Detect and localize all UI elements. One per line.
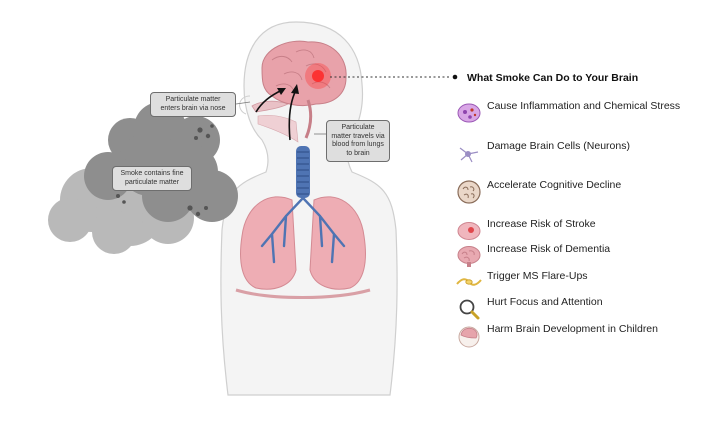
dementia-brain-icon — [457, 246, 481, 267]
lungs — [235, 196, 371, 299]
legend-title: What Smoke Can Do to Your Brain — [467, 72, 639, 84]
effect-label: Harm Brain Development in Children — [487, 323, 658, 335]
callout-nose: Particulate matter enters brain via nose — [150, 92, 236, 117]
title-bullet — [452, 74, 458, 80]
pathway-arrows — [255, 84, 299, 141]
neuron-icon — [459, 147, 479, 163]
effect-label: Increase Risk of Stroke — [487, 218, 596, 230]
effect-cognitive-decline: Accelerate Cognitive Decline — [456, 179, 696, 209]
effect-label: Cause Inflammation and Chemical Stress — [487, 100, 681, 112]
effect-focus: Hurt Focus and Attention — [456, 296, 696, 326]
effect-inflammation: Cause Inflammation and Chemical Stress — [456, 100, 696, 130]
nose-arrow-head — [277, 88, 286, 95]
body-silhouette — [220, 21, 398, 396]
effect-neurons: Damage Brain Cells (Neurons) — [456, 140, 696, 170]
smoke-cloud — [48, 102, 238, 254]
effect-label: Increase Risk of Dementia — [487, 243, 611, 255]
trachea — [296, 146, 310, 198]
magnifier-icon — [459, 299, 480, 320]
nerve-fiber-icon — [456, 278, 482, 286]
effect-child-development: Harm Brain Development in Children — [456, 323, 696, 353]
brain-decline-icon — [457, 180, 481, 204]
effect-label: Damage Brain Cells (Neurons) — [487, 140, 630, 152]
effect-label: Trigger MS Flare-Ups — [487, 270, 588, 282]
effect-label: Hurt Focus and Attention — [487, 296, 603, 308]
effect-ms-flare-ups: Trigger MS Flare-Ups — [456, 270, 696, 300]
brain-hotspot — [312, 70, 324, 82]
child-brain-icon — [458, 326, 480, 348]
callout-smoke: Smoke contains fine particulate matter — [112, 166, 192, 191]
stroke-brain-icon — [457, 222, 481, 240]
effect-stroke: Increase Risk of Stroke — [456, 218, 696, 248]
nose-callout-line — [235, 101, 251, 105]
inflammation-icon — [457, 103, 481, 123]
effect-dementia: Increase Risk of Dementia — [456, 243, 696, 273]
callout-blood: Particulate matter travels via blood fro… — [326, 120, 390, 162]
blood-arrow-head — [291, 84, 299, 94]
effect-label: Accelerate Cognitive Decline — [487, 179, 622, 191]
